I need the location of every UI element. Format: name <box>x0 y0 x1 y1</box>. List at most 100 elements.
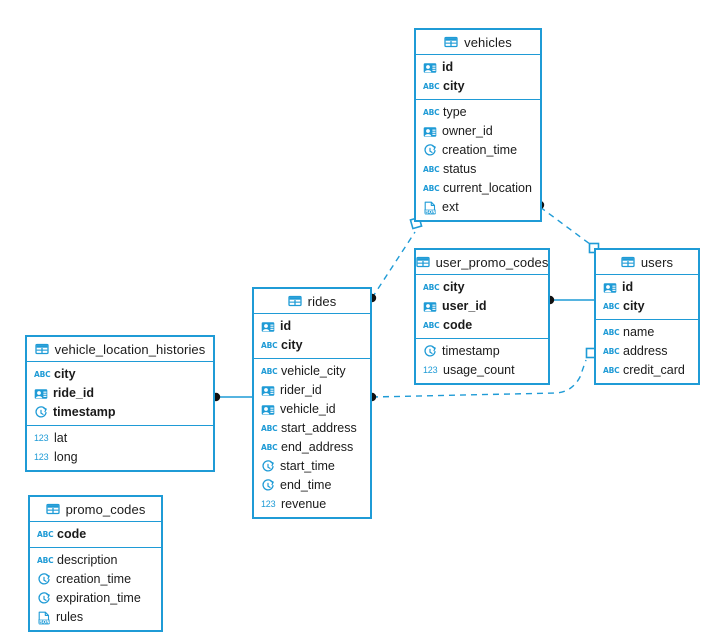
id-card-icon <box>423 300 437 314</box>
field-name: code <box>57 527 87 542</box>
abc-icon: ABC <box>261 443 278 452</box>
table-node-rides[interactable]: rides id ABC city ABC vehicle_city <box>252 287 372 519</box>
field-row[interactable]: ride_id <box>27 384 213 403</box>
field-row[interactable]: start_time <box>254 457 370 476</box>
field-name: rules <box>56 610 84 625</box>
table-node-vehicles[interactable]: vehicles id ABC city ABC type <box>414 28 542 222</box>
abc-icon: ABC <box>423 82 440 91</box>
abc-icon: ABC <box>37 530 54 539</box>
field-row[interactable]: ABC code <box>416 316 548 335</box>
clock-icon <box>261 478 275 493</box>
field-row[interactable]: id <box>254 317 370 336</box>
field-row[interactable]: ABC vehicle_city <box>254 362 370 381</box>
field-name: timestamp <box>53 405 116 420</box>
field-name: owner_id <box>442 124 493 139</box>
field-row[interactable]: ABC city <box>416 278 548 297</box>
field-row[interactable]: owner_id <box>416 122 540 141</box>
table-title-bar[interactable]: rides <box>254 289 370 314</box>
field-row[interactable]: id <box>416 58 540 77</box>
field-row[interactable]: ABC code <box>30 525 161 544</box>
field-name: name <box>623 325 655 340</box>
field-row[interactable]: ABC city <box>254 336 370 355</box>
field-name: start_time <box>280 459 335 474</box>
field-name: id <box>280 319 292 334</box>
field-row[interactable]: ABC city <box>596 297 698 316</box>
table-name: user_promo_codes <box>435 254 549 270</box>
field-row[interactable]: ABC city <box>416 77 540 96</box>
relationship-vehicles-to-users[interactable] <box>535 200 600 254</box>
clock-icon <box>37 572 51 587</box>
field-row[interactable]: JSON ext <box>416 198 540 217</box>
table-name: users <box>640 254 674 270</box>
field-row[interactable]: creation_time <box>30 570 161 589</box>
field-row[interactable]: 123 usage_count <box>416 361 548 380</box>
relationship-upc-to-users[interactable] <box>545 295 594 305</box>
id-card-icon <box>423 61 437 75</box>
abc-icon: ABC <box>423 184 440 193</box>
id-card-icon <box>603 281 617 295</box>
column-section: 123 lat 123 long <box>27 426 213 470</box>
field-row[interactable]: timestamp <box>416 342 548 361</box>
field-row[interactable]: 123 revenue <box>254 495 370 514</box>
table-title-bar[interactable]: vehicles <box>416 30 540 55</box>
field-name: code <box>443 318 473 333</box>
field-row[interactable]: ABC address <box>596 342 698 361</box>
id-card-icon <box>423 125 437 139</box>
abc-icon: ABC <box>423 283 440 292</box>
abc-icon: ABC <box>34 370 51 379</box>
table-name: promo_codes <box>65 501 146 517</box>
field-name: city <box>281 338 303 353</box>
table-grid-icon <box>288 294 302 308</box>
field-row[interactable]: end_time <box>254 476 370 495</box>
id-card-icon <box>261 403 275 417</box>
field-name: lat <box>54 431 68 446</box>
field-row[interactable]: id <box>596 278 698 297</box>
field-row[interactable]: ABC type <box>416 103 540 122</box>
field-row[interactable]: JSON rules <box>30 608 161 627</box>
field-row[interactable]: ABC end_address <box>254 438 370 457</box>
table-title-bar[interactable]: users <box>596 250 698 275</box>
primary-key-section: ABC city user_id ABC code <box>416 275 548 339</box>
field-row[interactable]: vehicle_id <box>254 400 370 419</box>
field-row[interactable]: rider_id <box>254 381 370 400</box>
abc-icon: ABC <box>423 165 440 174</box>
table-name: vehicles <box>464 34 512 50</box>
relationship-vlh-to-rides[interactable] <box>211 392 252 402</box>
table-title-bar[interactable]: user_promo_codes <box>415 250 549 275</box>
table-title-bar[interactable]: vehicle_location_histories <box>27 337 213 362</box>
table-node-promo_codes[interactable]: promo_codes ABC code ABC description cre… <box>28 495 163 632</box>
number-123-icon: 123 <box>423 365 438 375</box>
field-name: current_location <box>443 181 532 196</box>
field-name: city <box>443 280 465 295</box>
id-card-icon <box>261 384 275 398</box>
clock-icon <box>261 459 275 474</box>
field-row[interactable]: timestamp <box>27 403 213 422</box>
table-title-bar[interactable]: promo_codes <box>30 497 161 522</box>
field-row[interactable]: creation_time <box>416 141 540 160</box>
field-row[interactable]: ABC start_address <box>254 419 370 438</box>
field-name: city <box>443 79 465 94</box>
field-name: id <box>442 60 454 75</box>
field-name: expiration_time <box>56 591 141 606</box>
table-node-user_promo_codes[interactable]: user_promo_codes ABC city user_id ABC co… <box>414 248 550 385</box>
table-node-vehicle_location_histories[interactable]: vehicle_location_histories ABC city ride… <box>25 335 215 472</box>
abc-icon: ABC <box>603 347 620 356</box>
field-row[interactable]: ABC name <box>596 323 698 342</box>
table-grid-icon <box>45 502 60 516</box>
field-row[interactable]: ABC description <box>30 551 161 570</box>
table-node-users[interactable]: users id ABC city ABC name ABC address A… <box>594 248 700 385</box>
field-row[interactable]: expiration_time <box>30 589 161 608</box>
field-row[interactable]: ABC credit_card <box>596 361 698 380</box>
field-row[interactable]: ABC status <box>416 160 540 179</box>
field-row[interactable]: 123 lat <box>27 429 213 448</box>
field-name: vehicle_city <box>281 364 346 379</box>
field-row[interactable]: ABC current_location <box>416 179 540 198</box>
field-name: end_time <box>280 478 332 493</box>
field-name: city <box>54 367 76 382</box>
field-row[interactable]: user_id <box>416 297 548 316</box>
field-row[interactable]: 123 long <box>27 448 213 467</box>
field-name: credit_card <box>623 363 685 378</box>
id-card-icon <box>261 320 275 334</box>
field-row[interactable]: ABC city <box>27 365 213 384</box>
